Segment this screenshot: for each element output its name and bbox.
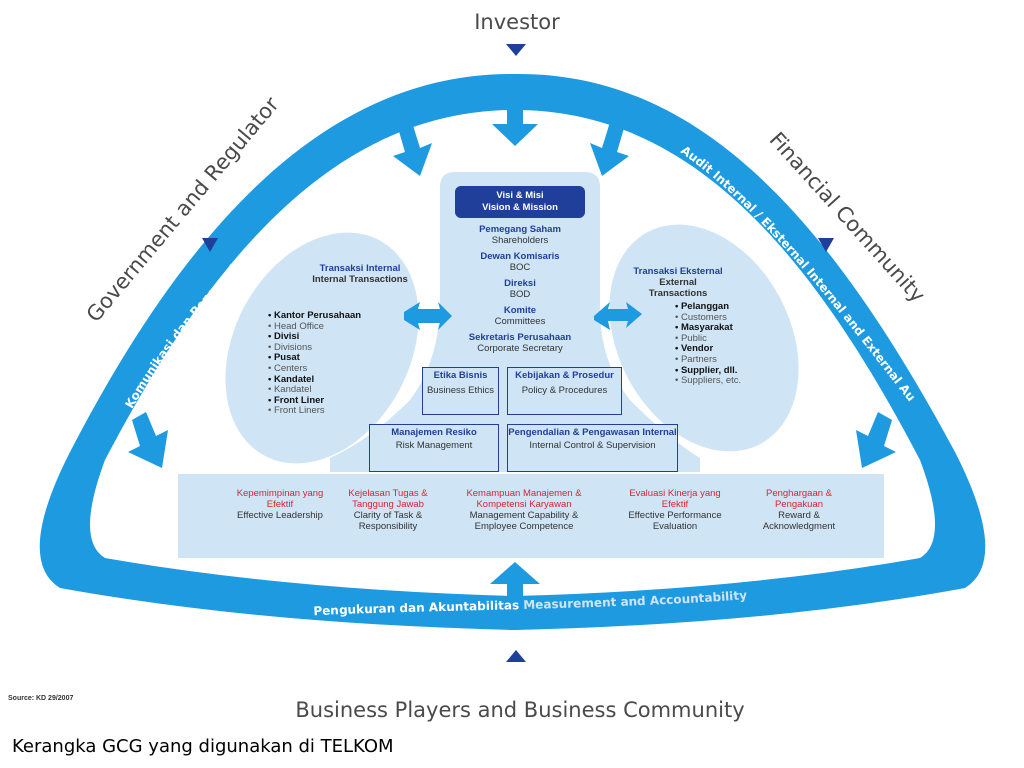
principle-effective-leadership: Kepemimpinan yang Efektif Effective Lead… bbox=[236, 488, 324, 521]
arrow-left bbox=[128, 412, 168, 468]
list-item: Suppliers, etc. bbox=[675, 376, 785, 387]
list-item: Vendor bbox=[675, 344, 785, 355]
principle-management-capability: Kemampuan Manajemen & Kompetensi Karyawa… bbox=[466, 488, 582, 532]
arrow-right bbox=[856, 412, 896, 468]
list-item: Supplier, dll. bbox=[675, 365, 785, 377]
list-item: Divisi bbox=[268, 332, 388, 343]
external-list: Pelanggan Customers Masyarakat Public Ve… bbox=[675, 301, 785, 387]
list-item: Kandatel bbox=[268, 385, 388, 396]
list-item: Head Office bbox=[268, 321, 388, 333]
caption: Kerangka GCG yang digunakan di TELKOM bbox=[12, 736, 394, 757]
list-item: Divisions bbox=[268, 342, 388, 354]
stakeholder-investor: Investor bbox=[474, 10, 560, 34]
arrow-bottom bbox=[490, 562, 540, 600]
business-ethics-box: Etika Bisnis Business Ethics bbox=[422, 367, 499, 415]
arrow-top bbox=[492, 104, 538, 146]
internal-list: Kantor Perusahaan Head Office Divisi Div… bbox=[268, 310, 388, 417]
list-item: Public bbox=[675, 333, 785, 345]
marker-financial bbox=[818, 238, 834, 252]
list-item: Centers bbox=[268, 363, 388, 375]
risk-management-box: Manajemen Resiko Risk Management bbox=[369, 424, 499, 472]
list-item: Kandatel bbox=[268, 374, 388, 386]
stakeholder-business: Business Players and Business Community bbox=[295, 698, 745, 722]
marker-investor bbox=[506, 44, 526, 56]
principle-clarity-task: Kejelasan Tugas & Tanggung Jawab Clarity… bbox=[348, 488, 428, 532]
list-item: Customers bbox=[675, 312, 785, 324]
list-item: Front Liner bbox=[268, 395, 388, 407]
vision-label-en: Vision & Mission bbox=[482, 202, 558, 213]
marker-government bbox=[202, 238, 218, 252]
principle-reward-acknowledgment: Penghargaan & Pengakuan Reward & Acknowl… bbox=[762, 488, 836, 532]
list-item: Pelanggan bbox=[675, 301, 785, 313]
list-item: Pusat bbox=[268, 353, 388, 364]
internal-control-box: Pengendalian & Pengawasan Internal Inter… bbox=[507, 424, 678, 472]
list-item: Masyarakat bbox=[675, 323, 785, 334]
external-title: Transaksi Eksternal External Transaction… bbox=[633, 266, 723, 299]
principle-performance-evaluation: Evaluasi Kinerja yang Efektif Effective … bbox=[628, 488, 722, 532]
source-note: Source: KD 29/2007 bbox=[8, 695, 74, 702]
principles-shape bbox=[178, 474, 884, 558]
arrow-external-center bbox=[594, 302, 642, 330]
marker-business bbox=[506, 650, 526, 662]
double-arrows bbox=[404, 302, 642, 330]
vision-label-id: Visi & Misi bbox=[496, 190, 544, 201]
list-item: Front Liners bbox=[268, 406, 388, 417]
list-item: Partners bbox=[675, 354, 785, 366]
vision-mission-box: Visi & Misi Vision & Mission bbox=[455, 186, 585, 218]
arrow-internal-center bbox=[404, 302, 452, 330]
arrow-top-right bbox=[590, 122, 629, 176]
stakeholder-markers bbox=[202, 44, 834, 662]
internal-title: Transaksi Internal Internal Transactions bbox=[312, 263, 408, 285]
list-item: Kantor Perusahaan bbox=[268, 310, 388, 322]
arrow-top-left bbox=[393, 122, 432, 176]
policy-procedures-box: Kebijakan & Prosedur Policy & Procedures bbox=[507, 367, 622, 415]
ring-arrows bbox=[128, 104, 896, 600]
